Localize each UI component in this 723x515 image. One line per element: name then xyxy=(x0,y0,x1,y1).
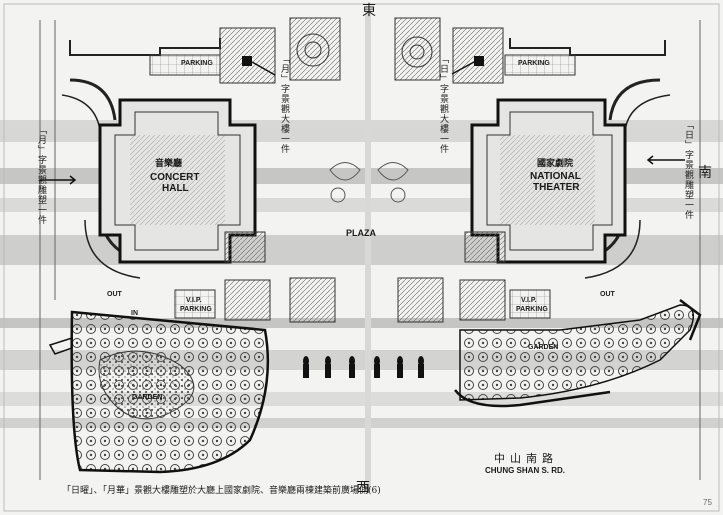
national-theater-building xyxy=(470,98,627,264)
national-theater-en-2: THEATER xyxy=(533,182,580,193)
parking-right-label: PARKING xyxy=(518,60,550,67)
vip-parking-left-area xyxy=(174,289,216,319)
garden-right-label: GARDEN xyxy=(528,344,559,351)
plaza-ornaments xyxy=(329,162,409,203)
road-en-label: CHUNG SHAN S. RD. xyxy=(485,466,566,475)
vip-parking-left-line2: PARKING xyxy=(180,306,212,313)
vip-parking-left-line1: V.I.P. xyxy=(186,297,202,304)
out-left-label: OUT xyxy=(107,291,122,298)
national-theater-zh: 國家劇院 xyxy=(537,159,574,169)
concert-hall-en-1: CONCERT xyxy=(150,172,200,183)
moon-sculpture-leader xyxy=(251,61,276,76)
moon-annotation-side: 「月」字景觀雕塑一件 xyxy=(36,125,46,225)
page-number: 75 xyxy=(703,498,712,507)
sculpture-figure xyxy=(374,356,380,378)
sculpture-figure xyxy=(418,356,424,378)
in-left-label: IN xyxy=(131,310,138,317)
sun-annotation-side: 「日」字景觀雕塑一件 xyxy=(683,120,693,220)
plaza-label: PLAZA xyxy=(346,228,376,238)
concert-hall-building xyxy=(98,98,257,264)
garden-left-label: GARDEN xyxy=(132,394,163,401)
ornament-squares-top xyxy=(219,17,504,84)
ornament-squares-lower xyxy=(224,231,506,323)
concert-hall-en-2: HALL xyxy=(162,183,189,194)
compass-bottom-char: 西 xyxy=(356,480,370,496)
compass-top-char: 東 xyxy=(362,3,376,19)
concert-hall-zh: 音樂廳 xyxy=(155,159,183,169)
sculpture-figure xyxy=(397,356,403,378)
plan-frame xyxy=(3,3,720,512)
side-arrows xyxy=(40,155,685,185)
left-garden xyxy=(48,310,270,474)
moon-sculpture-marker xyxy=(242,56,252,66)
sun-annotation-upper: 「日」字景觀大樓一件 xyxy=(438,54,448,154)
road-zh-label: 中山南路 xyxy=(494,452,558,465)
bottom-caption: 「日曜」、「月華」景觀大樓雕塑於大廳上國家劇院、音樂廳兩棟建築前廣場側(6) xyxy=(62,486,381,496)
sculpture-row xyxy=(303,356,424,378)
compass-right-char: 南 xyxy=(698,165,712,181)
right-garden xyxy=(454,299,702,408)
sculpture-figure xyxy=(303,356,309,378)
national-theater-en-1: NATIONAL xyxy=(530,171,581,182)
out-right-label: OUT xyxy=(600,291,615,298)
parking-left-label: PARKING xyxy=(181,60,213,67)
vip-parking-right-line2: PARKING xyxy=(516,306,548,313)
ornament-circles-top xyxy=(296,33,433,68)
sun-sculpture-leader xyxy=(451,61,475,75)
sculpture-figure xyxy=(325,356,331,378)
moon-annotation-upper: 「月」字景觀大樓一件 xyxy=(279,54,289,154)
vip-parking-right-area xyxy=(509,289,551,319)
sculpture-figure xyxy=(349,356,355,378)
vip-parking-right-line1: V.I.P. xyxy=(521,297,537,304)
sun-sculpture-marker xyxy=(474,56,484,66)
parking-right-area xyxy=(504,38,666,76)
